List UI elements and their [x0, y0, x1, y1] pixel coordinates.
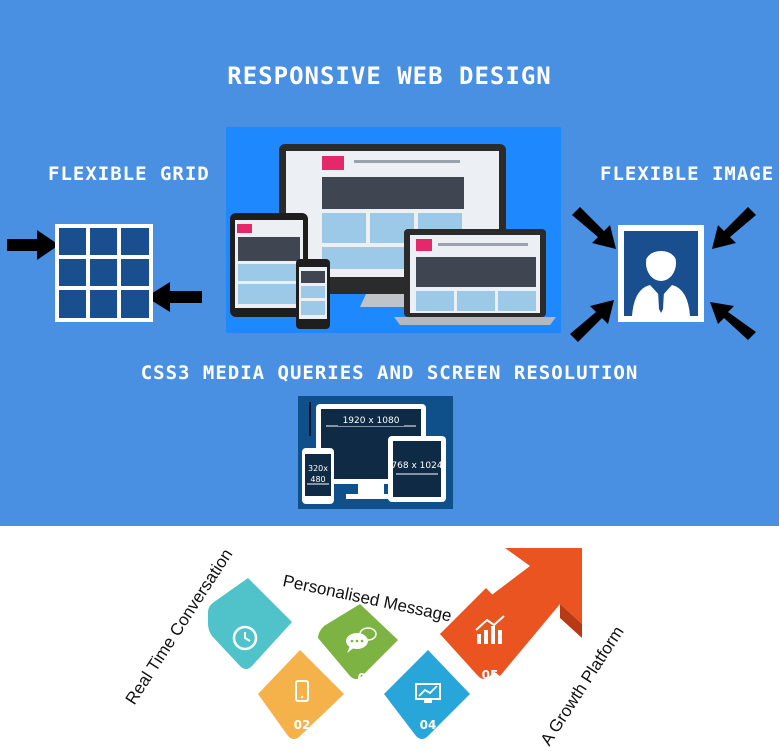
clock-icon [232, 625, 258, 651]
arrow-down-left-icon [712, 207, 756, 249]
step-number: 03 [358, 671, 375, 685]
screen-resolution-graphic: 1920 x 1080 768 x 1024 320x 480 [298, 396, 453, 509]
step-number: 04 [420, 718, 437, 732]
step-number: 05 [482, 668, 499, 682]
resolution-phone-width: 320x [308, 464, 328, 473]
page-title: RESPONSIVE WEB DESIGN [227, 62, 552, 90]
flexible-image-label: FLEXIBLE IMAGE [600, 163, 775, 185]
arrow-right-icon [7, 230, 59, 260]
flexible-grid-graphic [55, 224, 153, 322]
growth-chart-icon [475, 615, 505, 644]
arrow-down-right-icon [572, 207, 616, 249]
rwd-banner: RESPONSIVE WEB DESIGN FLEXIBLE GRID FLEX… [0, 0, 779, 526]
phone-icon [295, 680, 309, 702]
resolution-phone-height: 480 [310, 475, 325, 484]
arrow-up-left-icon [710, 302, 756, 340]
step-number: 01 [235, 671, 252, 685]
chart-icon [415, 683, 441, 703]
arrow-left-icon [146, 282, 202, 312]
resolution-desktop: 1920 x 1080 [343, 416, 400, 426]
user-profile-icon [618, 225, 704, 322]
arrow-up-right-icon [570, 300, 614, 342]
step-number: 02 [294, 718, 311, 732]
growth-steps-graphic: 01 02 03 04 05 [208, 548, 582, 739]
chat-icon [346, 627, 377, 653]
growth-infographic: 01 02 03 04 05 Real Time Conversation Pe… [0, 526, 779, 751]
responsive-devices-graphic [226, 127, 561, 333]
media-queries-label: CSS3 MEDIA QUERIES AND SCREEN RESOLUTION [140, 362, 639, 384]
resolution-tablet: 768 x 1024 [391, 461, 442, 471]
flexible-grid-label: FLEXIBLE GRID [48, 163, 210, 185]
